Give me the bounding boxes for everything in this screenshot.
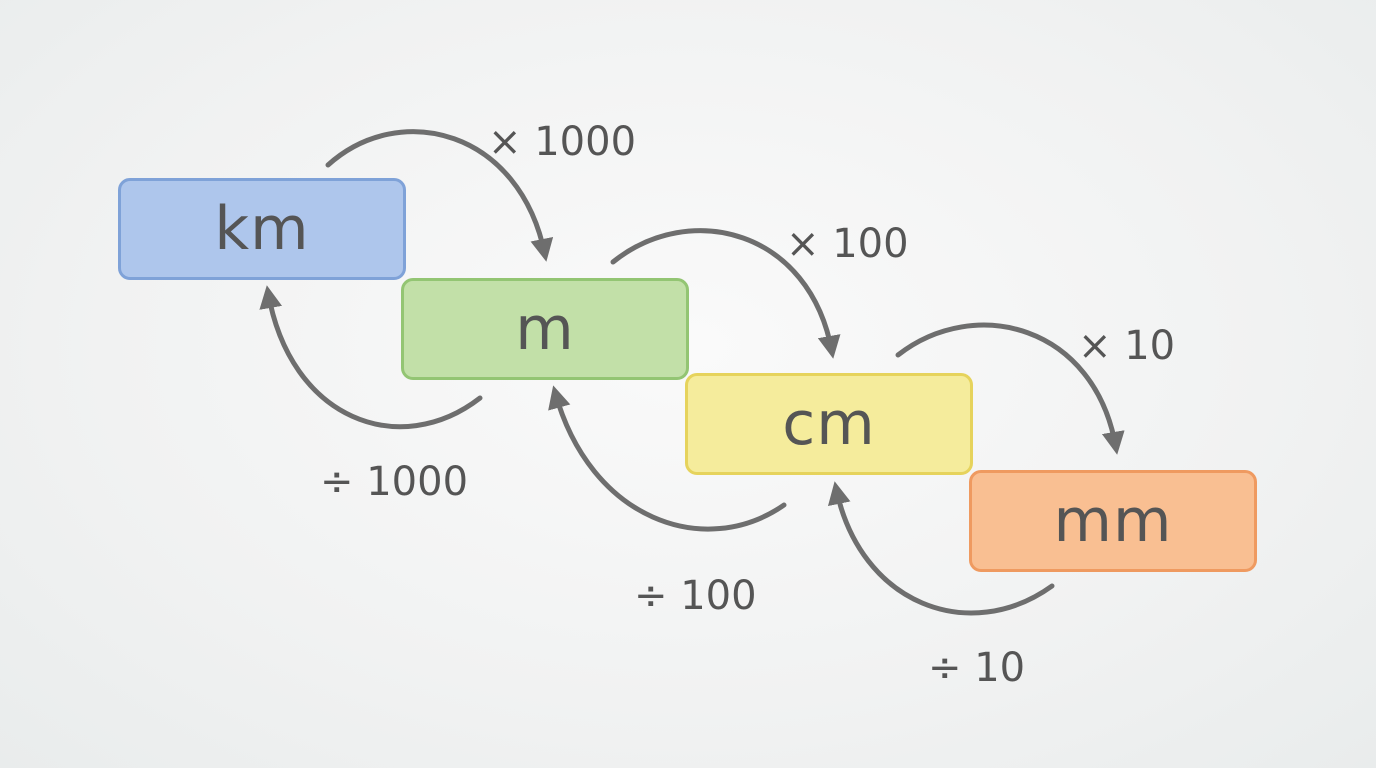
unit-label-km: km [214,194,310,264]
unit-box-m: m [401,278,689,380]
unit-box-km: km [118,178,406,280]
unit-label-mm: mm [1053,486,1173,556]
multiply-label-10: × 10 [1078,323,1176,369]
unit-label-cm: cm [782,389,876,459]
multiply-label-1000: × 1000 [488,119,637,165]
arrow-m-to-km [259,285,483,430]
divide-label-1000: ÷ 1000 [320,459,469,505]
arrow-km-to-m [325,129,554,262]
unit-box-mm: mm [969,470,1257,572]
arrow-cm-to-m [548,385,787,532]
multiply-label-100: × 100 [786,221,909,267]
unit-box-cm: cm [685,373,973,475]
arrow-cm-to-mm [895,322,1125,455]
arrow-mm-to-cm [827,481,1055,616]
unit-label-m: m [515,294,575,364]
divide-label-100: ÷ 100 [634,573,757,619]
arrow-m-to-cm [610,228,841,359]
divide-label-10: ÷ 10 [928,645,1026,691]
